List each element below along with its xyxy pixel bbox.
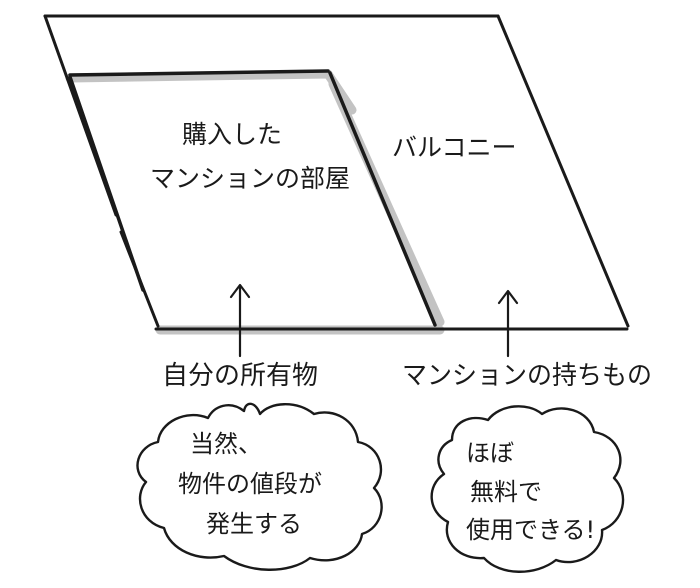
condo-property-label: マンションの持ちもの <box>402 361 652 391</box>
left-arrow <box>229 283 251 358</box>
balcony-label: バルコニー <box>392 133 517 162</box>
own-property-label: 自分の所有物 <box>162 361 318 391</box>
left-speech-bubble <box>136 402 383 571</box>
room-outline <box>68 69 437 327</box>
left-bubble-line-3: 発生する <box>206 510 302 538</box>
room-label-line-2: マンションの部屋 <box>150 164 350 193</box>
left-bubble-line-2: 物件の値段が <box>178 470 322 498</box>
right-arrow <box>497 289 519 358</box>
right-bubble-line-3: 使用できる! <box>466 516 595 544</box>
right-bubble-line-1: ほぼ <box>466 439 514 467</box>
room-label-line-1: 購入した <box>182 120 282 149</box>
right-speech-bubble <box>430 405 625 573</box>
left-bubble-line-1: 当然、 <box>190 430 262 458</box>
right-bubble-line-2: 無料で <box>470 478 542 506</box>
